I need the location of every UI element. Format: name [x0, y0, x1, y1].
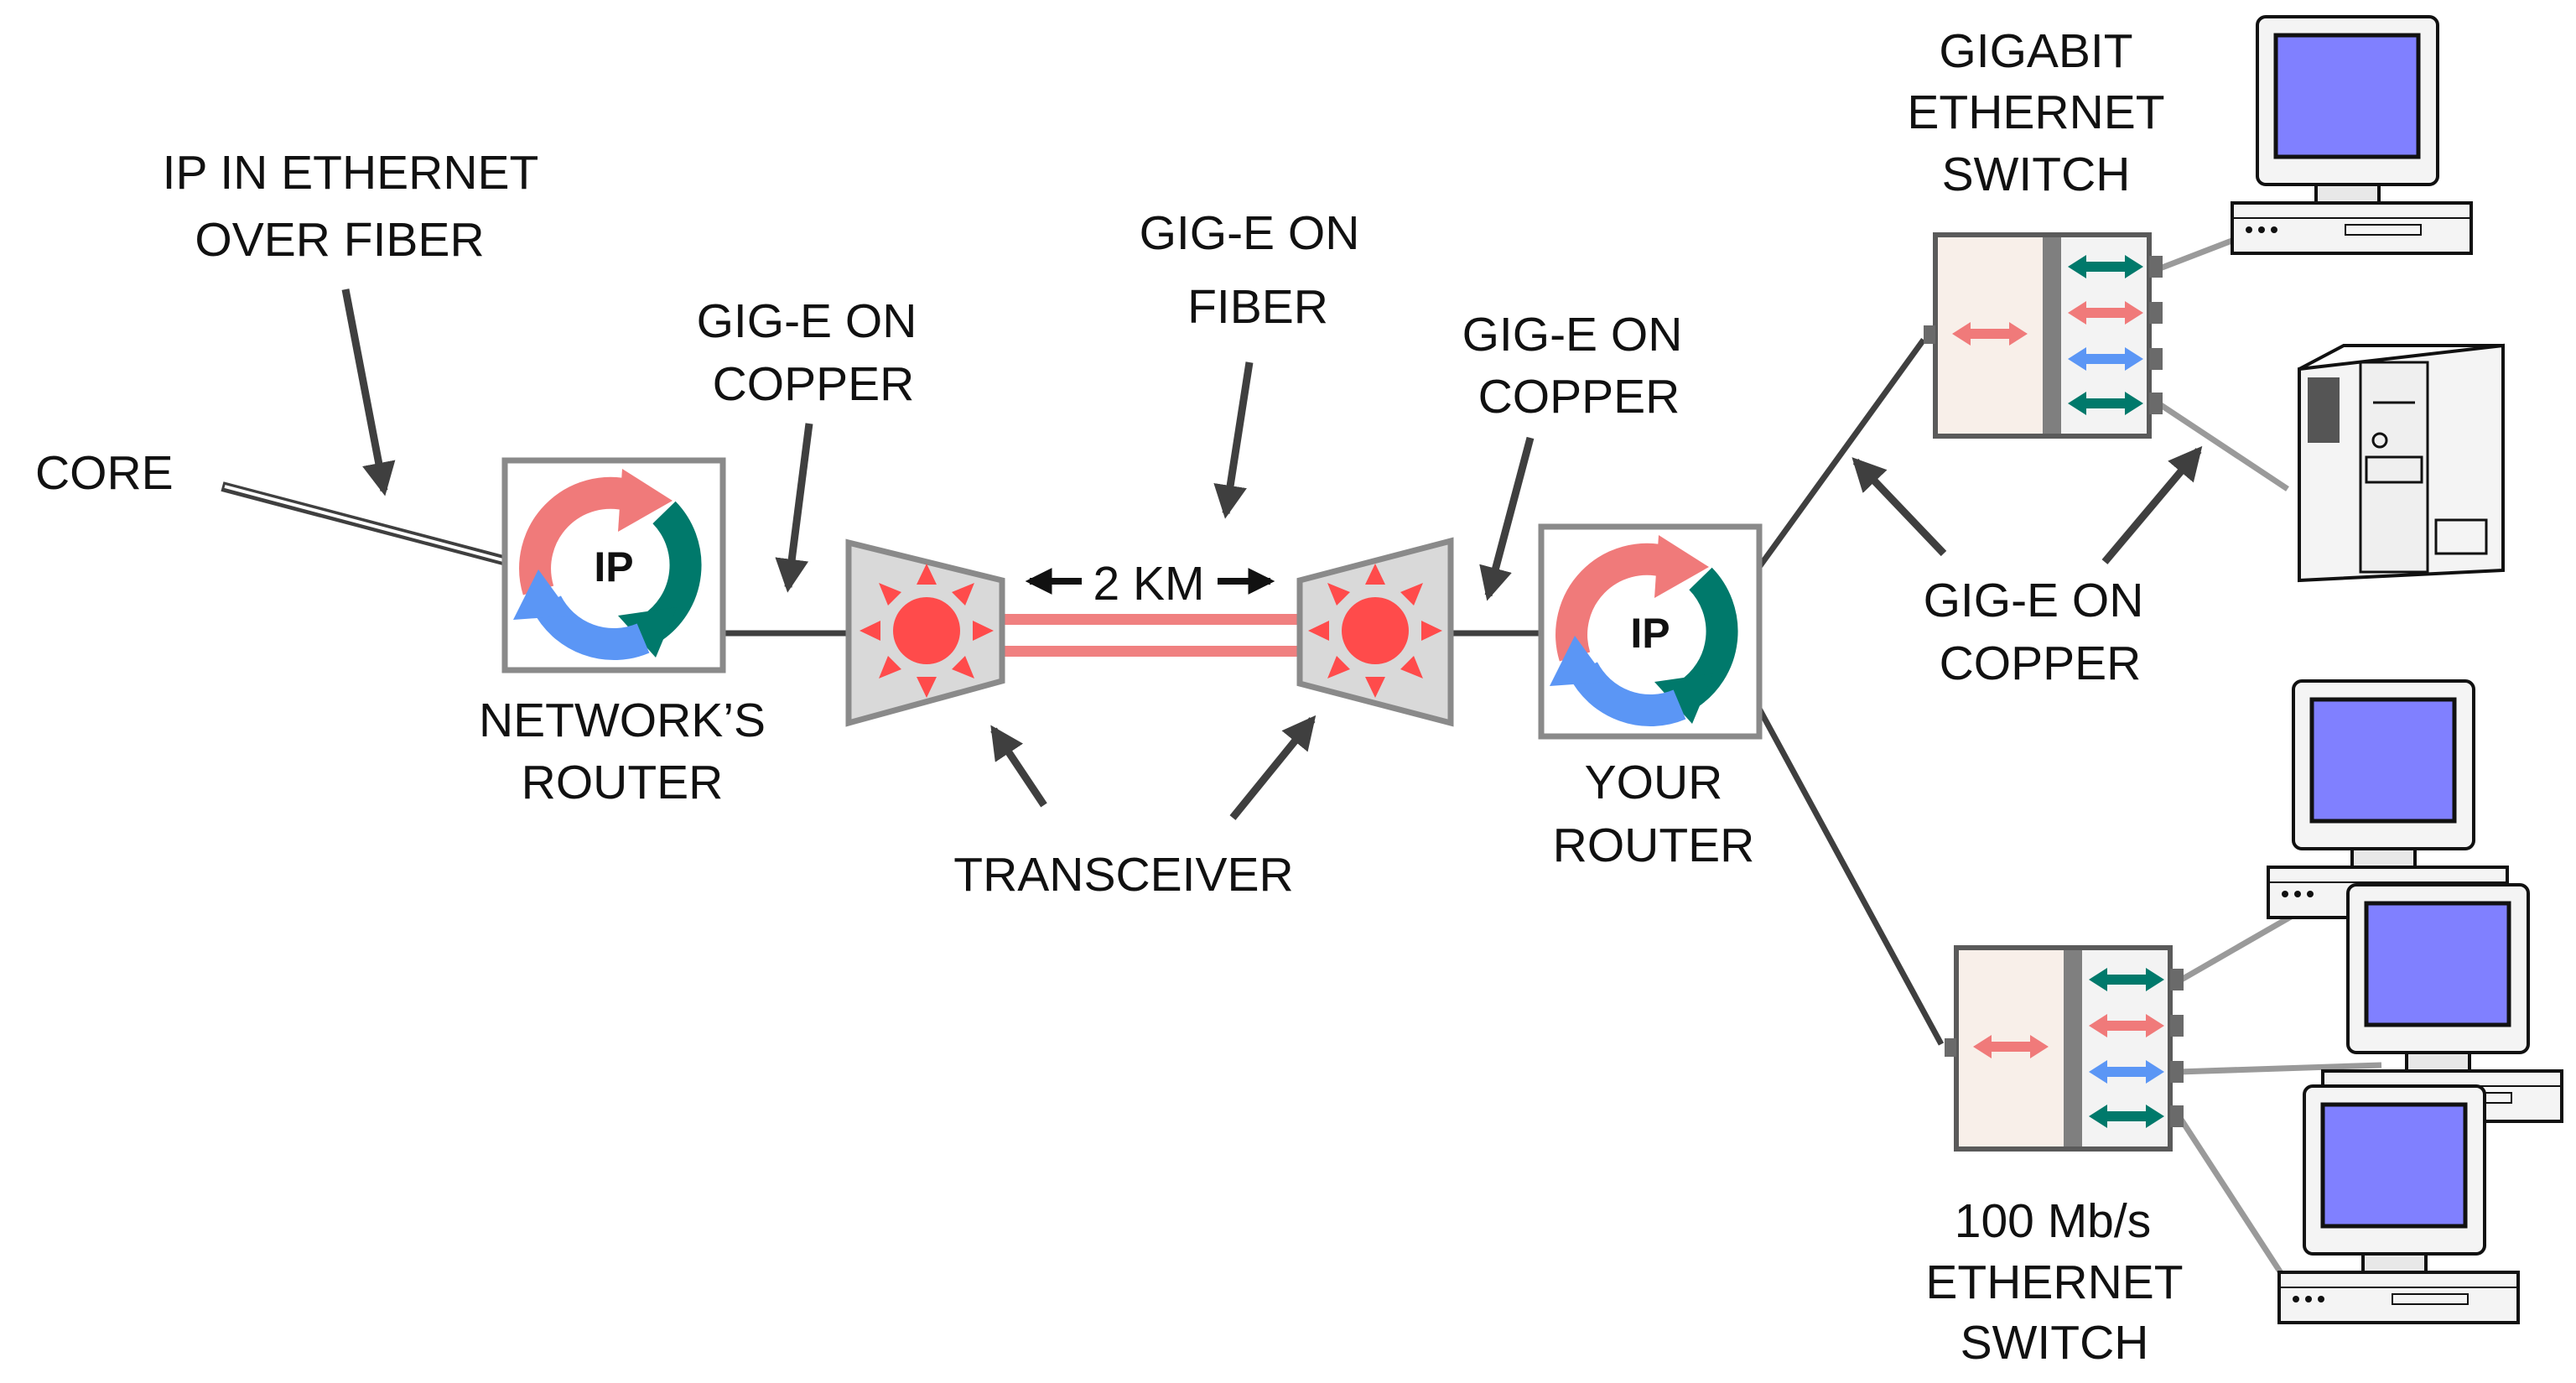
- gigabit-ethernet-switch: [1924, 235, 2163, 436]
- gigabit-switch-label-3: SWITCH: [1942, 148, 2131, 201]
- gigabit-switch-label: GIGABIT: [1939, 24, 2132, 78]
- network-router-label-2: ROUTER: [522, 756, 724, 809]
- transceiver-left: [845, 538, 1005, 727]
- labels: CORE IP IN ETHERNET OVER FIBER GIG-E ON …: [35, 24, 2184, 1370]
- gige-copper-mid-label-2: COPPER: [1478, 370, 1680, 424]
- gige-copper-right-label: GIG-E ON: [1924, 574, 2144, 627]
- desktop-computer-icon: [2232, 17, 2471, 253]
- transceiver-right: [1296, 537, 1454, 727]
- desktop-computer-icon: [2268, 681, 2507, 918]
- gige-copper-left-label: GIG-E ON: [697, 294, 917, 348]
- ip-badge: IP: [594, 543, 633, 590]
- core-label: CORE: [35, 446, 174, 500]
- gige-fiber-label: GIG-E ON: [1140, 206, 1360, 260]
- network-router: IP: [505, 460, 723, 670]
- tower-server-icon: [2298, 343, 2505, 583]
- ip-badge: IP: [1630, 610, 1670, 657]
- fast-switch-label-2: ETHERNET: [1925, 1256, 2183, 1309]
- desktop-computer-icon: [2279, 1086, 2518, 1323]
- your-router-label-2: ROUTER: [1553, 819, 1755, 872]
- fast-switch-label: 100 Mb/s: [1955, 1194, 2151, 1248]
- gige-fiber-label-2: FIBER: [1187, 280, 1328, 334]
- gige-copper-mid-label: GIG-E ON: [1462, 308, 1683, 361]
- fiber-link: [1002, 614, 1300, 657]
- ip-ethernet-label-2: OVER FIBER: [195, 213, 484, 267]
- fast-ethernet-switch: [1945, 948, 2184, 1149]
- pointer-arrows: [341, 289, 2203, 820]
- your-router-label: YOUR: [1585, 756, 1723, 809]
- fast-switch-label-3: SWITCH: [1961, 1316, 2149, 1370]
- gige-copper-right-label-2: COPPER: [1940, 637, 2142, 690]
- gigabit-switch-label-2: ETHERNET: [1907, 86, 2164, 139]
- connection-lines: [221, 337, 1945, 1046]
- gige-copper-left-label-2: COPPER: [713, 357, 915, 411]
- your-router: IP: [1541, 527, 1759, 736]
- transceiver-label: TRANSCEIVER: [953, 848, 1293, 902]
- ip-ethernet-label: IP IN ETHERNET: [163, 146, 539, 200]
- distance-label: 2 KM: [1093, 557, 1204, 611]
- network-router-label: NETWORK’S: [479, 694, 766, 747]
